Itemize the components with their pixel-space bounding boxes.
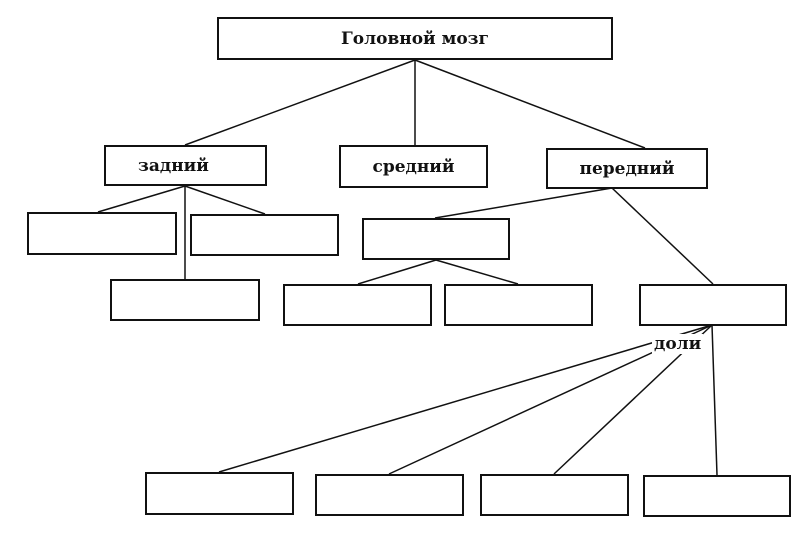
link-root-fore <box>414 59 646 149</box>
empty-box-lobe-1[interactable] <box>145 472 294 515</box>
link-hind-left <box>97 185 186 213</box>
empty-box-lobe-4[interactable] <box>643 475 791 517</box>
division-mid-label: средний <box>372 156 455 177</box>
empty-box-fore-upper[interactable] <box>362 218 510 260</box>
empty-box-hind-lower[interactable] <box>110 279 260 321</box>
empty-box-hind-right[interactable] <box>190 214 339 256</box>
division-hind-node: задний <box>104 145 267 186</box>
division-fore-label: передний <box>579 158 675 179</box>
empty-box-fore-sub-right[interactable] <box>444 284 593 326</box>
link-fore-sub-left <box>357 259 437 285</box>
lobes-label: доли <box>652 334 704 354</box>
link-fore-upper <box>434 187 613 219</box>
link-lobe-1 <box>218 324 713 473</box>
empty-box-hind-left[interactable] <box>27 212 177 255</box>
link-root-hind <box>184 59 416 146</box>
root-node: Головной мозг <box>217 17 613 60</box>
division-fore-node: передний <box>546 148 708 189</box>
empty-box-fore-right[interactable] <box>639 284 787 326</box>
division-hind-label: задний <box>138 155 209 176</box>
division-mid-node: средний <box>339 145 488 188</box>
link-lobe-4 <box>711 324 718 476</box>
root-label: Головной мозг <box>341 28 489 49</box>
empty-box-lobe-3[interactable] <box>480 474 629 516</box>
empty-box-fore-sub-left[interactable] <box>283 284 432 326</box>
link-fore-right <box>611 187 714 285</box>
link-hind-right <box>184 185 266 215</box>
empty-box-lobe-2[interactable] <box>315 474 464 516</box>
link-fore-sub-right <box>435 259 519 285</box>
